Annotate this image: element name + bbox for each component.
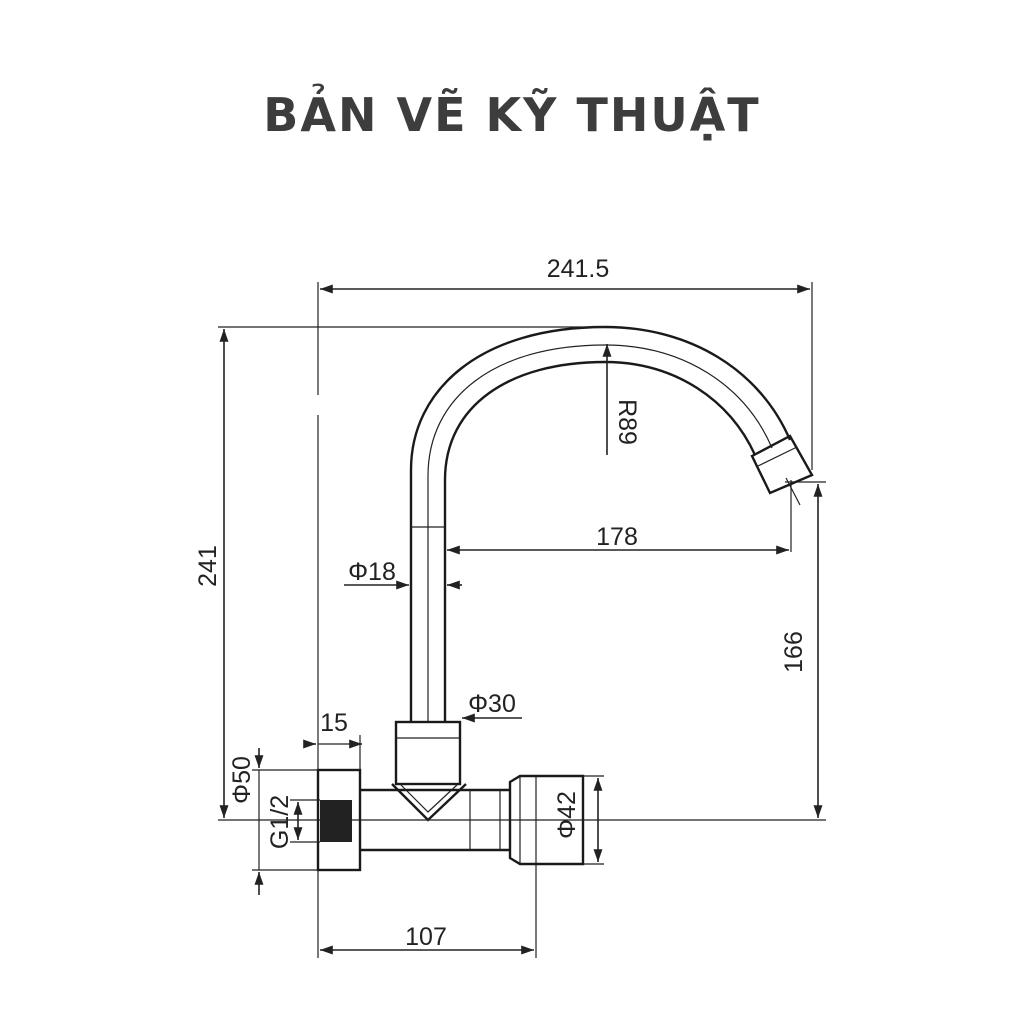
dim-pipe-diameter: Φ18 [348, 558, 396, 586]
dim-flange-diameter: Φ50 [228, 756, 256, 804]
flange-thread-insert [320, 800, 352, 842]
spout-outer-edge [409, 325, 792, 527]
faucet-outline [290, 325, 826, 872]
spout-inner-edge [443, 360, 757, 527]
page-title: BẢN VẼ KỸ THUẬT [263, 88, 761, 142]
spout-centerline [427, 344, 773, 527]
spout-nozzle [750, 434, 814, 495]
valve-body [394, 720, 462, 786]
dim-spout-reach: 178 [596, 523, 638, 551]
dim-body-diameter: Φ30 [468, 690, 516, 718]
dim-spout-radius: R89 [613, 399, 641, 445]
dim-overall-height: 241 [194, 545, 222, 587]
dim-base-width: 107 [405, 923, 447, 951]
dim-flange-thickness: 15 [320, 709, 348, 737]
dim-overall-width: 241.5 [547, 255, 610, 283]
dim-thread-size: G1/2 [266, 795, 294, 849]
dim-outlet-height: 166 [780, 631, 808, 673]
dim-nut-diameter: Φ42 [553, 791, 581, 839]
dimension-lines [218, 282, 826, 958]
